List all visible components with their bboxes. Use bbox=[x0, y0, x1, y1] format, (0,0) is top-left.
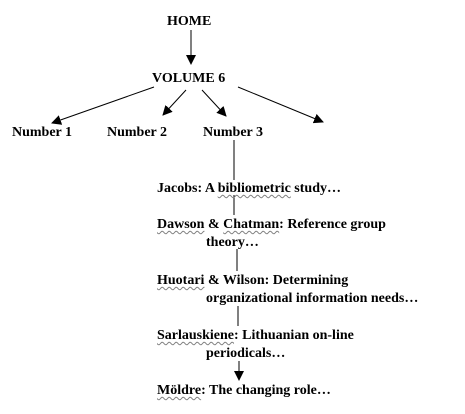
article-jacobs[interactable]: Jacobs: A bibliometric study… bbox=[157, 180, 341, 197]
article-author: Huotari bbox=[157, 273, 205, 288]
article-sarlauskiene[interactable]: Sarlauskiene: Lithuanian on-line bbox=[157, 327, 354, 344]
arrow-volume-to-more bbox=[237, 86, 324, 124]
arrow-volume-to-number-2 bbox=[162, 89, 187, 116]
number-2-node[interactable]: Number 2 bbox=[107, 125, 168, 140]
article-huotari-wilson[interactable]: Huotari & Wilson: Determining bbox=[157, 272, 348, 289]
article-author: Möldre bbox=[157, 383, 202, 398]
arrow-volume-to-number-3 bbox=[201, 89, 227, 117]
home-node[interactable]: HOME bbox=[167, 14, 212, 29]
article-title-part: & bbox=[204, 217, 224, 232]
article-title-part: & Wilson: Determining bbox=[204, 273, 349, 288]
article-author: Dawson bbox=[157, 217, 205, 232]
article-moldre[interactable]: Möldre: The changing role… bbox=[157, 382, 331, 399]
article-title-part: : The changing role… bbox=[201, 383, 331, 398]
article-title-part: study… bbox=[290, 181, 341, 196]
article-title-part: : Reference group bbox=[279, 217, 386, 232]
article-title-part: bibliometric bbox=[217, 181, 291, 196]
article-title-part: : Lithuanian on-line bbox=[234, 328, 354, 343]
article-author: Sarlauskiene bbox=[157, 328, 235, 343]
article-author: Chatman bbox=[223, 217, 280, 232]
article-dawson-chatman-line2[interactable]: theory… bbox=[206, 235, 259, 250]
article-sarlauskiene-line2[interactable]: periodicals… bbox=[206, 346, 286, 361]
article-author: Jacobs bbox=[157, 181, 198, 196]
arrow-volume-to-number-1 bbox=[51, 86, 155, 125]
article-title-part: : A bbox=[197, 181, 218, 196]
number-1-node[interactable]: Number 1 bbox=[12, 125, 73, 140]
volume-6-node[interactable]: VOLUME 6 bbox=[152, 71, 226, 86]
article-huotari-wilson-line2[interactable]: organizational information needs… bbox=[206, 291, 419, 306]
number-3-node[interactable]: Number 3 bbox=[203, 125, 264, 140]
article-dawson-chatman[interactable]: Dawson & Chatman: Reference group bbox=[157, 216, 386, 233]
